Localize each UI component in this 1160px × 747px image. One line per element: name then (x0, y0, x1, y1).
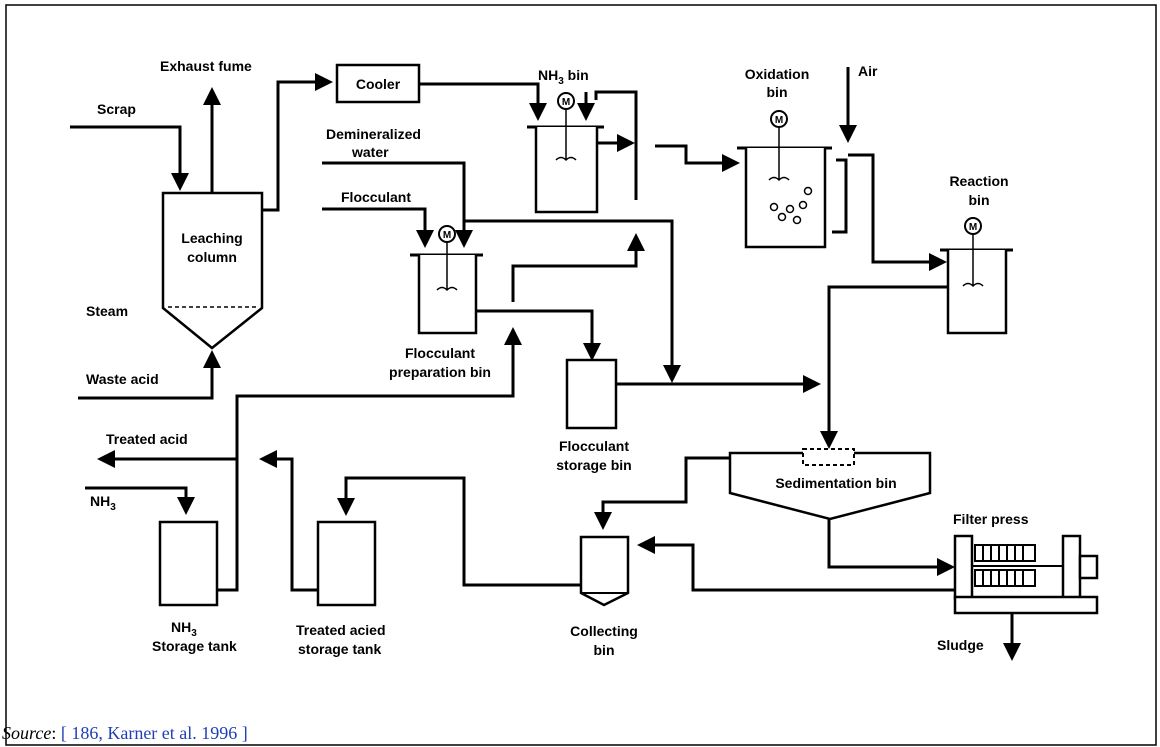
treated-storage-label-2: storage tank (298, 641, 381, 657)
to-oxidation-line (655, 144, 740, 172)
filter-press-label: Filter press (953, 511, 1029, 527)
cooler-label: Cooler (356, 76, 401, 92)
scrap-label: Scrap (97, 101, 136, 117)
reaction-motor: M (969, 222, 977, 233)
exhaust-fume-label: Exhaust fume (160, 58, 252, 74)
filter-to-collect-line (637, 536, 955, 592)
sedimentation-label: Sedimentation bin (775, 475, 896, 491)
treated-acid-storage-tank: Treated acied storage tank (296, 520, 386, 657)
steam-label: Steam (86, 303, 128, 319)
air-label: Air (858, 63, 878, 79)
oxidation-label-2: bin (767, 84, 788, 100)
nh3-in-line (85, 486, 195, 515)
waste-acid-label: Waste acid (86, 371, 159, 387)
source-citation: Source: [ 186, Karner et al. 1996 ] (2, 723, 248, 744)
scrap-line (70, 125, 189, 191)
prep-to-storage-line (476, 309, 601, 361)
leaching-label-1: Leaching (181, 230, 242, 246)
demin-water-line (322, 161, 473, 248)
collecting-bin: Collecting bin (570, 535, 638, 658)
source-prefix: Source (2, 723, 52, 743)
demin-water-label-1: Demineralized (326, 126, 421, 142)
leaching-column: Leaching column (161, 191, 264, 350)
nh3-storage-label-2: Storage tank (152, 638, 237, 654)
prep-recycle-line (511, 233, 645, 302)
source-colon: : (51, 723, 61, 743)
nh3-label: NH3 (90, 493, 116, 513)
to-cooler-line (262, 73, 333, 212)
flocculant-storage-bin: Flocculant storage bin (556, 358, 632, 473)
sedimentation-bin: Sedimentation bin (728, 448, 932, 521)
oxidation-label-1: Oxidation (745, 66, 810, 82)
nh3-storage-tank: NH3 Storage tank (152, 520, 237, 654)
nh3-storage-label-1: NH3 (171, 619, 197, 639)
sludge-label: Sludge (937, 637, 984, 653)
treated-tank-out-line (259, 450, 318, 592)
to-reaction-line (848, 153, 947, 271)
floc-storage-label-2: storage bin (556, 457, 631, 473)
reaction-bin: Reaction bin M (940, 173, 1013, 335)
leaching-label-2: column (187, 249, 237, 265)
reaction-label-2: bin (969, 192, 990, 208)
nh3-bin: NH3 bin M (527, 67, 604, 214)
floc-prep-label-2: preparation bin (389, 364, 491, 380)
sed-to-collect-line (594, 456, 730, 530)
nh3-bin-label: NH3 bin (538, 67, 589, 87)
waste-acid-line (78, 350, 221, 400)
demin-water-label-2: water (351, 144, 389, 160)
collecting-label-2: bin (594, 642, 615, 658)
treated-acid-label: Treated acid (106, 431, 188, 447)
sed-to-filter-line (827, 519, 955, 576)
filter-plates (974, 544, 1036, 587)
nh3-to-main-line (464, 219, 681, 383)
collecting-label-1: Collecting (570, 623, 638, 639)
reaction-label-1: Reaction (949, 173, 1008, 189)
cooler-to-nh3-line (419, 82, 547, 121)
border (5, 4, 1157, 746)
oxidation-motor: M (775, 115, 783, 126)
oxidation-recycle (832, 158, 848, 234)
reaction-to-sed-line (820, 285, 948, 449)
collect-to-treated-line (337, 476, 581, 587)
nh3-storage-to-prep-line (217, 327, 522, 592)
filter-press: Filter press (953, 511, 1099, 615)
flocculant-prep-bin: M Flocculant preparation bin (389, 225, 491, 380)
treated-storage-label-1: Treated acied (296, 622, 386, 638)
nh3-bin-recycle (594, 90, 638, 200)
flocculant-line (322, 207, 434, 248)
oxidation-bin: Oxidation bin M (737, 66, 832, 249)
floc-storage-label-1: Flocculant (559, 438, 629, 454)
cooler: Cooler (335, 63, 421, 104)
floc-prep-label-1: Flocculant (405, 345, 475, 361)
flocculant-label: Flocculant (341, 189, 411, 205)
source-link[interactable]: [ 186, Karner et al. 1996 ] (60, 723, 248, 743)
nh3-motor: M (562, 97, 570, 108)
floc-prep-motor: M (443, 230, 451, 241)
